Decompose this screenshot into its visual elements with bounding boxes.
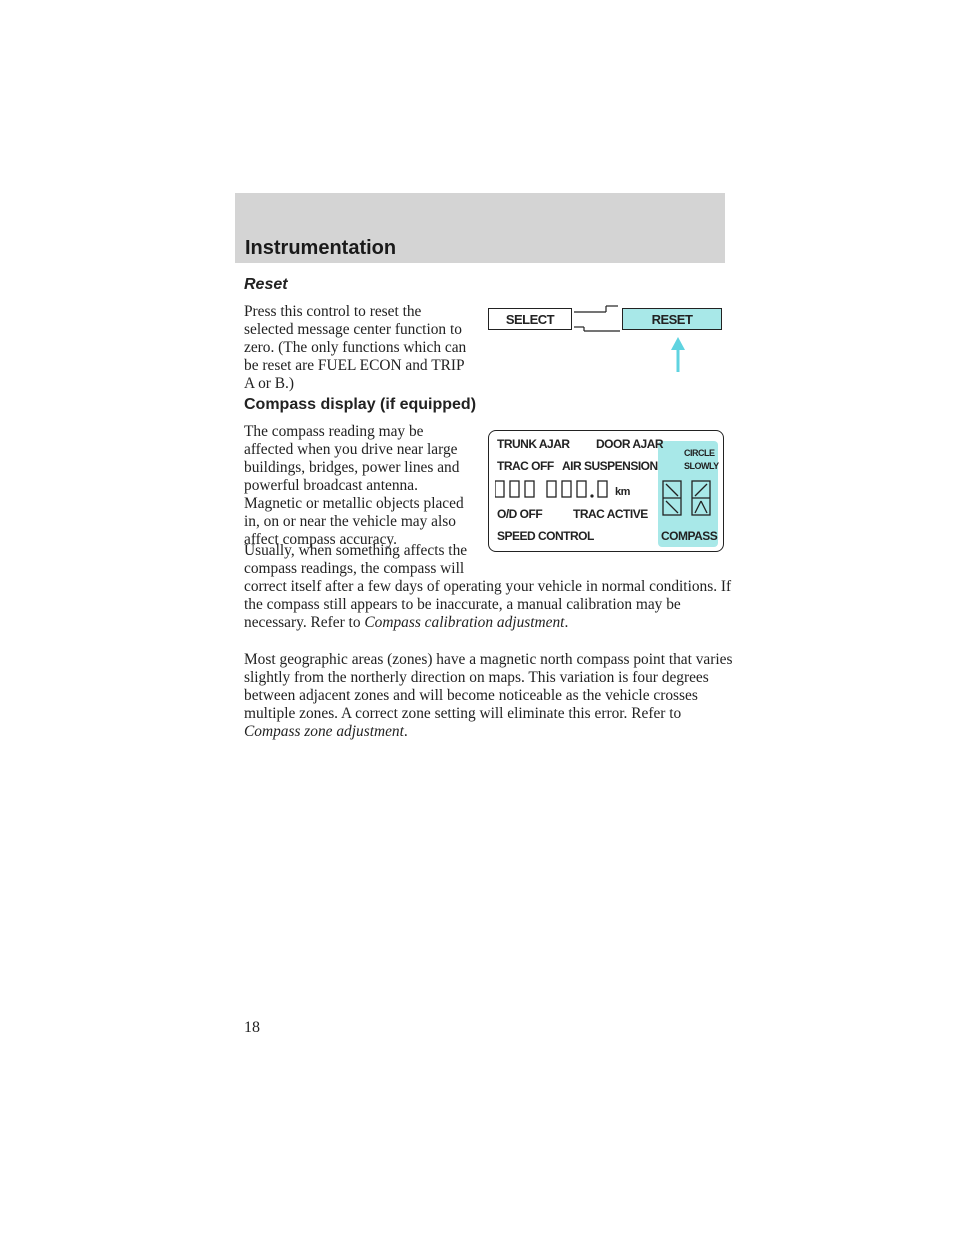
select-reset-diagram: SELECT RESET (488, 300, 728, 380)
odometer-segment-digits (495, 480, 608, 498)
reset-paragraph: Press this control to reset the selected… (244, 303, 467, 392)
reset-button: RESET (622, 308, 722, 330)
trac-off-indicator: TRAC OFF (497, 459, 554, 473)
circle-indicator: CIRCLE (684, 448, 715, 458)
compass-paragraph-1: The compass reading may be affected when… (244, 423, 464, 548)
compass-direction-icon (662, 480, 711, 516)
compass-paragraph-2-start: Usually, when something affects the comp… (244, 542, 468, 577)
compass-paragraph-2-cont: correct itself after a few days of opera… (244, 578, 732, 631)
zone-reference: Compass zone adjustment (244, 723, 404, 740)
compass-indicator: COMPASS (661, 529, 718, 543)
door-ajar-indicator: DOOR AJAR (596, 437, 664, 451)
header-band (235, 193, 725, 263)
compass-panel (658, 441, 718, 547)
air-suspension-indicator: AIR SUSPENSION (562, 459, 658, 473)
trac-active-indicator: TRAC ACTIVE (573, 507, 648, 521)
speed-control-indicator: SPEED CONTROL (497, 529, 594, 543)
compass-heading: Compass display (if equipped) (244, 396, 477, 413)
od-off-indicator: O/D OFF (497, 507, 543, 521)
calibration-reference: Compass calibration adjustment (364, 614, 565, 631)
page-number: 18 (244, 1019, 260, 1036)
button-connector-lines (574, 305, 685, 372)
message-center-display: TRUNK AJAR DOOR AJAR CIRCLE TRAC OFF AIR… (488, 430, 724, 552)
trunk-ajar-indicator: TRUNK AJAR (497, 437, 570, 451)
compass-paragraph-3: Most geographic areas (zones) have a mag… (244, 651, 733, 740)
select-button: SELECT (488, 308, 572, 330)
section-title: Instrumentation (245, 237, 397, 259)
reset-heading: Reset (244, 276, 288, 293)
arrow-up-icon (671, 337, 685, 350)
odometer-unit: km (615, 486, 630, 498)
slowly-indicator: SLOWLY (684, 461, 719, 471)
